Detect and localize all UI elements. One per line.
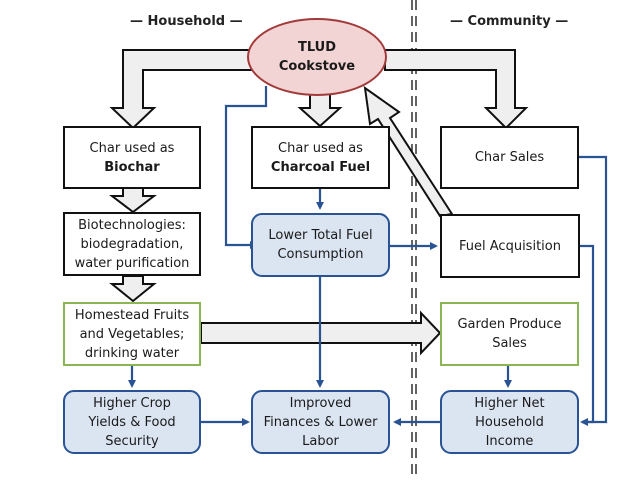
homestead-line3: drinking water (84, 345, 180, 361)
income-line2: Household (475, 414, 544, 430)
biochar-line1: Char used as (89, 140, 175, 156)
block-arrow-biochar-to-biotech (109, 187, 157, 214)
biochar-node: Char used as Biochar (63, 126, 201, 189)
crop-line1: Higher Crop (93, 395, 171, 411)
finances-line1: Improved (289, 395, 352, 411)
biotechnologies-node: Biotechnologies: biodegradation, water p… (63, 212, 201, 276)
tlud-line2: Cookstove (278, 59, 356, 74)
garden-line2: Sales (492, 336, 527, 351)
finances-line2: Finances & Lower (263, 414, 378, 430)
block-arrow-tlud-to-char-sales (384, 49, 529, 130)
household-section-label: — Household — (130, 14, 243, 29)
household-community-divider (411, 0, 417, 480)
char-sales-line1: Char Sales (474, 150, 545, 165)
garden-line1: Garden Produce (457, 317, 562, 332)
block-arrow-fuel-acquisition-to-tlud (363, 85, 454, 218)
income-line3: Income (485, 433, 534, 449)
net-income-node: Higher Net Household Income (440, 390, 579, 454)
charcoal-line1: Char used as (278, 140, 363, 156)
lower-fuel-line1: Lower Total Fuel (268, 228, 373, 243)
block-arrow-biotech-to-homestead (109, 275, 157, 303)
charcoal-line2: Charcoal Fuel (270, 159, 371, 175)
finances-line3: Labor (302, 433, 339, 449)
income-line1: Higher Net (474, 395, 545, 411)
improved-finances-node: Improved Finances & Lower Labor (251, 390, 390, 454)
connector-tlud-to-lower-fuel (224, 86, 268, 249)
tlud-cookstove-node: TLUD Cookstove (247, 18, 387, 96)
biochar-line2: Biochar (104, 159, 160, 175)
biotech-line3: water purification (74, 255, 190, 271)
block-arrow-tlud-to-biochar (109, 49, 256, 130)
homestead-node: Homestead Fruits and Vegetables; drinkin… (63, 302, 201, 366)
block-arrow-tlud-to-charcoal (297, 91, 343, 128)
lower-fuel-line2: Consumption (277, 247, 364, 262)
garden-produce-sales-node: Garden Produce Sales (440, 302, 579, 366)
crop-line2: Yields & Food (88, 414, 176, 430)
biotech-line1: Biotechnologies: (78, 217, 186, 233)
charcoal-fuel-node: Char used as Charcoal Fuel (251, 126, 390, 189)
char-sales-node: Char Sales (440, 126, 579, 189)
homestead-line2: and Vegetables; (79, 326, 185, 342)
homestead-line1: Homestead Fruits (74, 307, 190, 323)
lower-fuel-consumption-node: Lower Total Fuel Consumption (251, 213, 390, 277)
fuel-acq-line1: Fuel Acquisition (459, 238, 561, 254)
community-section-label: — Community — (450, 14, 569, 29)
biotech-line2: biodegradation, (80, 236, 184, 252)
connector-fuel-acq-to-net-income (580, 244, 595, 424)
tlud-line1: TLUD (297, 40, 337, 55)
crop-line3: Security (105, 433, 159, 449)
fuel-acquisition-node: Fuel Acquisition (440, 214, 580, 278)
crop-yields-node: Higher Crop Yields & Food Security (63, 390, 201, 454)
